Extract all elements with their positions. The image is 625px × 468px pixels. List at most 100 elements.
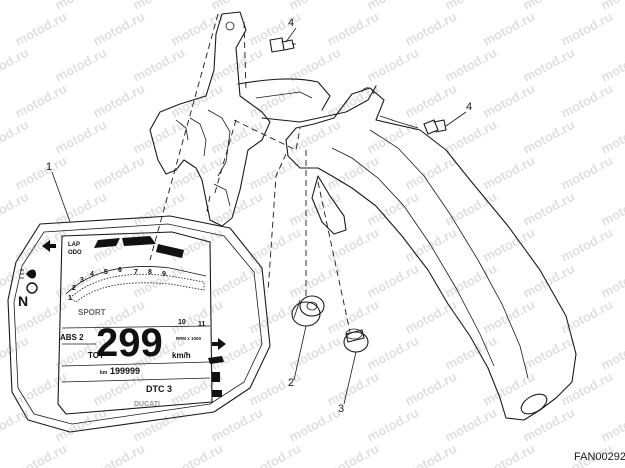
watermark-text: motod.ru	[364, 189, 421, 229]
callout-4-right: 4	[466, 101, 472, 113]
watermark-text: motod.ru	[558, 81, 615, 121]
watermark-text: motod.ru	[12, 9, 69, 49]
watermark-text: motod.ru	[246, 81, 303, 121]
watermark-text: motod.ru	[520, 333, 577, 373]
watermark-text: motod.ru	[480, 441, 537, 468]
screw-right	[423, 119, 447, 135]
watermark-text: motod.ru	[12, 369, 69, 409]
watermark-text: motod.ru	[208, 333, 265, 373]
watermark-text: motod.ru	[558, 297, 615, 337]
watermark-text: motod.ru	[246, 153, 303, 193]
watermark-text: motod.ru	[480, 153, 537, 193]
watermark-text: motod.ru	[0, 0, 31, 13]
rpm-tick-label: 6	[118, 267, 122, 274]
assembly-guide-lines	[149, 13, 351, 333]
watermark-text: motod.ru	[598, 261, 625, 301]
oil-pressure-icon	[208, 356, 224, 364]
watermark-text: motod.ru	[286, 405, 343, 445]
watermark-text: motod.ru	[598, 117, 625, 157]
watermark-text: motod.ru	[0, 189, 31, 229]
spacer-screw	[343, 328, 369, 353]
rpm-tick-label: 7	[134, 269, 138, 276]
leader-lines	[51, 27, 467, 405]
turn-right-icon	[212, 338, 226, 350]
watermark-text: motod.ru	[520, 189, 577, 229]
watermark-text: motod.ru	[0, 405, 31, 445]
watermark-text: motod.ru	[442, 189, 499, 229]
riding-mode: SPORT	[78, 308, 106, 317]
watermark-text: motod.ru	[208, 189, 265, 229]
watermark-text: motod.ru	[364, 45, 421, 85]
screw-top	[269, 37, 296, 53]
watermark-text: motod.ru	[0, 117, 31, 157]
watermark-text: motod.ru	[324, 441, 381, 468]
rpm-tick-label: 3	[80, 277, 84, 284]
watermark-text: motod.ru	[520, 261, 577, 301]
watermark-text: motod.ru	[90, 9, 147, 49]
rpm-tick-label: 4	[90, 271, 94, 278]
watermark-text: motod.ru	[246, 369, 303, 409]
watermark-text: motod.ru	[480, 225, 537, 265]
watermark-text: motod.ru	[480, 81, 537, 121]
watermark-text: motod.ru	[168, 297, 225, 337]
watermark-text: motod.ru	[0, 45, 31, 85]
watermark-text: motod.ru	[130, 45, 187, 85]
watermark-text: motod.ru	[12, 441, 69, 468]
watermark-text: motod.ru	[130, 189, 187, 229]
watermark-text: motod.ru	[558, 225, 615, 265]
tot-label: TOT	[88, 351, 104, 360]
watermark-text: motod.ru	[402, 441, 459, 468]
watermark-text: motod.ru	[52, 117, 109, 157]
rpm-tick-label: 9	[162, 271, 166, 278]
brand-logo: DUCATI	[134, 401, 160, 408]
watermark-text: motod.ru	[364, 117, 421, 157]
instrument-support-bracket	[149, 11, 377, 227]
watermark-text: motod.ru	[364, 261, 421, 301]
watermark-text: motod.ru	[12, 153, 69, 193]
watermark-text: motod.ru	[558, 369, 615, 409]
watermark-text: motod.ru	[12, 81, 69, 121]
engine-warning-icon	[26, 282, 38, 294]
gear-indicator: N	[18, 293, 28, 309]
watermark-text: motod.ru	[168, 153, 225, 193]
callout-1: 1	[46, 161, 52, 173]
watermark-text: motod.ru	[442, 261, 499, 301]
watermark-text: motod.ru	[208, 405, 265, 445]
watermark-text: motod.ru	[90, 153, 147, 193]
watermark-text: motod.ru	[598, 0, 625, 13]
watermark-text: motod.ru	[598, 189, 625, 229]
watermark-text: motod.ru	[402, 9, 459, 49]
watermark-text: motod.ru	[520, 405, 577, 445]
watermark-text: motod.ru	[324, 297, 381, 337]
watermark-text: motod.ru	[442, 405, 499, 445]
fuel-icon	[212, 372, 220, 382]
watermark-text: motod.ru	[364, 333, 421, 373]
watermark-text: motod.ru	[246, 441, 303, 468]
rpm-tick-label: 2	[72, 285, 76, 292]
watermark-text: motod.ru	[480, 297, 537, 337]
watermark-text: motod.ru	[558, 153, 615, 193]
watermark-text: motod.ru	[402, 369, 459, 409]
rpm-tick-label: 1	[68, 295, 72, 302]
watermark-text: motod.ru	[598, 45, 625, 85]
turn-left-icon	[42, 240, 56, 252]
watermark-text: motod.ru	[520, 117, 577, 157]
rpm-tick-label: 11	[198, 321, 206, 328]
watermark-text: motod.ru	[324, 9, 381, 49]
watermark-text: motod.ru	[286, 261, 343, 301]
dtc-setting: DTC 3	[146, 384, 172, 394]
watermark-text: motod.ru	[130, 405, 187, 445]
watermark-text: motod.ru	[324, 369, 381, 409]
watermark-text: motod.ru	[286, 117, 343, 157]
rpm-unit: RPM x 1000	[176, 336, 202, 341]
watermark-text: motod.ru	[286, 333, 343, 373]
watermark-text: motod.ru	[558, 9, 615, 49]
watermark-text: motod.ru	[168, 9, 225, 49]
high-beam-icon	[20, 269, 36, 279]
speed-unit: km/h	[172, 351, 191, 360]
watermark-text: motod.ru	[168, 441, 225, 468]
watermark-text: motod.ru	[598, 405, 625, 445]
